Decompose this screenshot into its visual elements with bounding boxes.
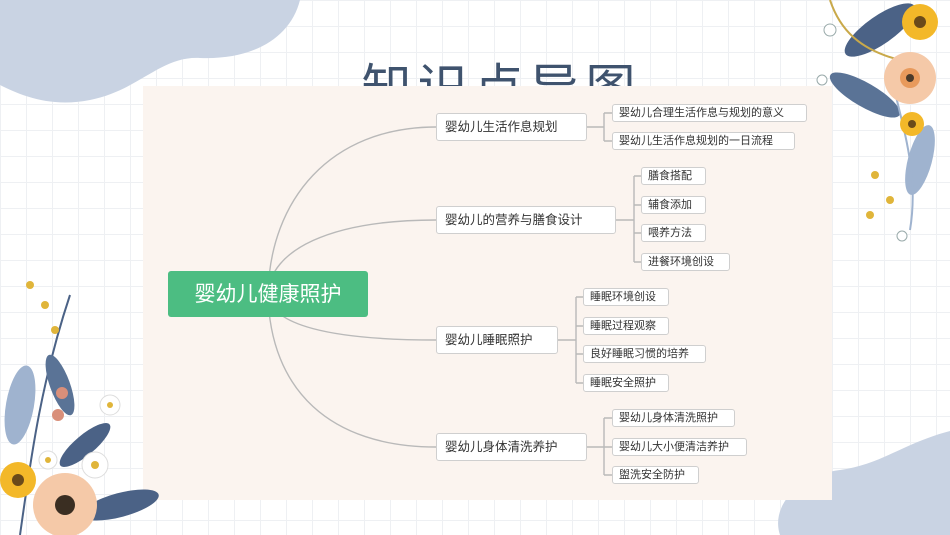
- leaf-node[interactable]: 睡眠环境创设: [583, 288, 669, 306]
- leaf-node[interactable]: 睡眠过程观察: [583, 317, 669, 335]
- connector-root-branch-4: [267, 293, 437, 448]
- flower-icon: [884, 52, 936, 104]
- leaf-node[interactable]: 喂养方法: [641, 224, 706, 242]
- leaf-node[interactable]: 婴幼儿身体清洗照护: [612, 409, 735, 427]
- leaf-node[interactable]: 良好睡眠习惯的培养: [583, 345, 706, 363]
- flower-icon: [902, 4, 938, 40]
- connector-branch-4-children: [587, 417, 612, 476]
- leaf-node[interactable]: 进餐环境创设: [641, 253, 730, 271]
- branch-node-nutrition[interactable]: 婴幼儿的营养与膳食设计: [436, 206, 616, 234]
- leaf-node[interactable]: 睡眠安全照护: [583, 374, 669, 392]
- connector-root-branch-1: [267, 126, 437, 295]
- leaf-node[interactable]: 膳食搭配: [641, 167, 706, 185]
- flower-icon: [33, 473, 97, 535]
- connector-branch-1-children: [587, 112, 612, 142]
- branch-node-sleep-care[interactable]: 婴幼儿睡眠照护: [436, 326, 558, 354]
- floral-decoration-top-right: [816, 0, 938, 242]
- branch-node-sleep-schedule[interactable]: 婴幼儿生活作息规划: [436, 113, 587, 141]
- connector-branch-2-children: [616, 175, 641, 263]
- leaf-node[interactable]: 婴幼儿大小便清洁养护: [612, 438, 747, 456]
- connector-branch-3-children: [558, 296, 583, 384]
- leaf-node[interactable]: 盥洗安全防护: [612, 466, 699, 484]
- flower-icon: [99, 394, 121, 416]
- flower-icon: [81, 451, 109, 479]
- floral-decoration-bottom-left: [0, 281, 159, 535]
- leaf-node[interactable]: 婴幼儿生活作息规划的一日流程: [612, 132, 795, 150]
- background-blob-left: [0, 0, 300, 103]
- flower-icon: [900, 112, 924, 136]
- leaf-node[interactable]: 辅食添加: [641, 196, 706, 214]
- flower-icon: [0, 462, 36, 498]
- branch-node-body-cleaning[interactable]: 婴幼儿身体清洗养护: [436, 433, 587, 461]
- leaf-node[interactable]: 婴幼儿合理生活作息与规划的意义: [612, 104, 807, 122]
- background-blob-right: [778, 431, 950, 535]
- mindmap-root-node[interactable]: 婴幼儿健康照护: [168, 271, 368, 317]
- flower-icon: [38, 450, 58, 470]
